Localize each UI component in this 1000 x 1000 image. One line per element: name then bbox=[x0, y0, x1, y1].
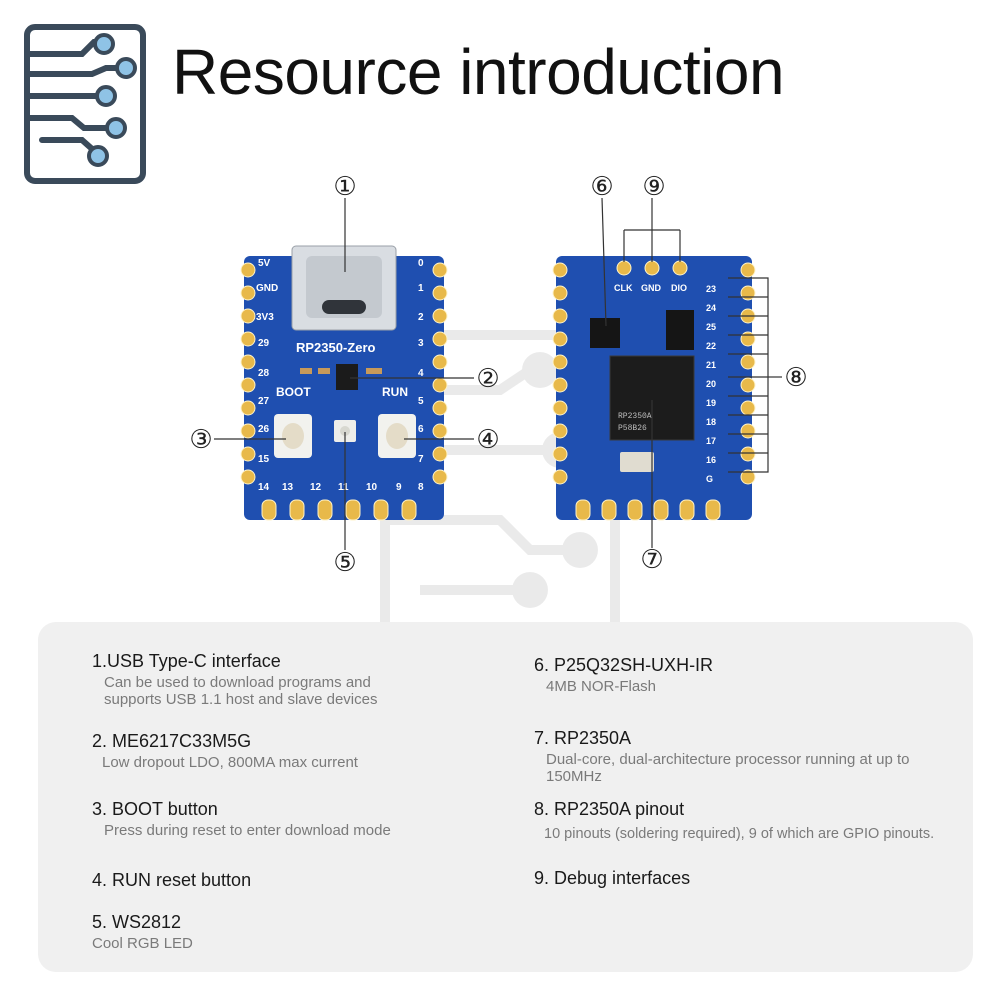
pin-label: 2 bbox=[418, 312, 424, 323]
pin-label: 10 bbox=[366, 482, 378, 493]
board-name-label: RP2350-Zero bbox=[296, 340, 376, 355]
item-title: 1.USB Type-C interface bbox=[92, 651, 281, 671]
item-desc: 10 pinouts (soldering required), 9 of wh… bbox=[544, 826, 935, 842]
pin-label: 28 bbox=[258, 368, 270, 379]
item-desc: Dual-core, dual-architecture processor r… bbox=[546, 751, 910, 785]
item-4: 4. RUN reset button bbox=[92, 869, 422, 893]
pin-label: 9 bbox=[396, 482, 402, 493]
pin-label: 17 bbox=[706, 436, 716, 446]
pin-label: 20 bbox=[706, 379, 716, 389]
debug-pin-label: DIO bbox=[671, 283, 687, 293]
front-board: 5V GND 3V3 29 28 27 26 15 14 0 1 2 3 4 5… bbox=[240, 245, 448, 521]
pin-label: GND bbox=[256, 283, 278, 294]
pin-label: 4 bbox=[418, 368, 424, 379]
pin-label: 13 bbox=[282, 482, 294, 493]
item-1: 1.USB Type-C interface Can be used to do… bbox=[92, 650, 422, 708]
pin-label: 16 bbox=[706, 455, 716, 465]
pin-label: 14 bbox=[258, 482, 270, 493]
pin-label: 7 bbox=[418, 454, 424, 465]
item-title: 9. Debug interfaces bbox=[534, 868, 691, 888]
callout-7: ⑦ bbox=[640, 545, 663, 575]
pin-label: 27 bbox=[258, 396, 270, 407]
page-title: Resource introduction bbox=[172, 36, 785, 108]
pin-label: 15 bbox=[258, 454, 270, 465]
circuit-logo-icon bbox=[24, 24, 146, 184]
item-desc: 4MB NOR-Flash bbox=[546, 678, 657, 695]
item-9: 9. Debug interfaces bbox=[534, 867, 954, 891]
back-board: CLK GND DIO 23 24 25 22 21 20 19 18 17 1… bbox=[552, 256, 756, 521]
pin-label: 25 bbox=[706, 322, 716, 332]
item-desc: Can be used to download programs and sup… bbox=[104, 674, 378, 708]
item-3: 3. BOOT button Press during reset to ent… bbox=[92, 798, 452, 839]
callout-9: ⑨ bbox=[642, 172, 665, 202]
pin-label: 3V3 bbox=[256, 312, 274, 323]
item-desc: Press during reset to enter download mod… bbox=[104, 822, 391, 839]
item-desc: Low dropout LDO, 800MA max current bbox=[102, 754, 358, 771]
pin-label: 21 bbox=[706, 360, 716, 370]
pin-label: G bbox=[706, 474, 713, 484]
pin-label: 8 bbox=[418, 482, 424, 493]
item-2: 2. ME6217C33M5G Low dropout LDO, 800MA m… bbox=[92, 730, 422, 771]
chip-marking: P58B26 bbox=[618, 424, 647, 433]
pin-label: 19 bbox=[706, 398, 716, 408]
callout-6: ⑥ bbox=[590, 172, 613, 202]
item-5: 5. WS2812 Cool RGB LED bbox=[92, 911, 422, 952]
callout-1: ① bbox=[333, 172, 356, 202]
debug-pin-label: CLK bbox=[614, 283, 633, 293]
pin-label: 12 bbox=[310, 482, 322, 493]
pin-label: 5V bbox=[258, 258, 271, 269]
pin-label: 1 bbox=[418, 283, 424, 294]
item-6: 6. P25Q32SH-UXH-IR 4MB NOR-Flash bbox=[534, 654, 954, 695]
pin-label: 18 bbox=[706, 417, 716, 427]
item-title: 3. BOOT button bbox=[92, 799, 218, 819]
callout-8: ⑧ bbox=[784, 363, 807, 393]
item-8: 8. RP2350A pinout 10 pinouts (soldering … bbox=[534, 798, 974, 843]
callout-3: ③ bbox=[189, 425, 212, 455]
item-title: 5. WS2812 bbox=[92, 912, 182, 932]
callout-5: ⑤ bbox=[333, 548, 356, 578]
pin-label: 6 bbox=[418, 424, 424, 435]
pin-label: 24 bbox=[706, 303, 716, 313]
run-label: RUN bbox=[382, 385, 408, 399]
item-title: 6. P25Q32SH-UXH-IR bbox=[534, 655, 714, 675]
pin-label: 11 bbox=[338, 482, 349, 493]
pin-label: 22 bbox=[706, 341, 716, 351]
item-7: 7. RP2350A Dual-core, dual-architecture … bbox=[534, 727, 944, 785]
pin-label: 29 bbox=[258, 338, 270, 349]
pin-label: 5 bbox=[418, 396, 424, 407]
pin-label: 3 bbox=[418, 338, 424, 349]
description-panel bbox=[38, 622, 973, 972]
pin-label: 26 bbox=[258, 424, 270, 435]
item-title: 7. RP2350A bbox=[534, 728, 632, 748]
callout-2: ② bbox=[476, 364, 499, 394]
callout-4: ④ bbox=[476, 425, 499, 455]
pin-label: 0 bbox=[418, 258, 424, 269]
debug-pin-label: GND bbox=[641, 283, 662, 293]
chip-marking: RP2350A bbox=[618, 412, 652, 421]
item-title: 8. RP2350A pinout bbox=[534, 799, 685, 819]
board-diagram: 5V GND 3V3 29 28 27 26 15 14 0 1 2 3 4 5… bbox=[189, 172, 807, 578]
item-desc: Cool RGB LED bbox=[92, 935, 193, 952]
item-title: 2. ME6217C33M5G bbox=[92, 731, 252, 751]
pin-label: 23 bbox=[706, 284, 716, 294]
boot-label: BOOT bbox=[276, 385, 311, 399]
item-title: 4. RUN reset button bbox=[92, 870, 252, 890]
